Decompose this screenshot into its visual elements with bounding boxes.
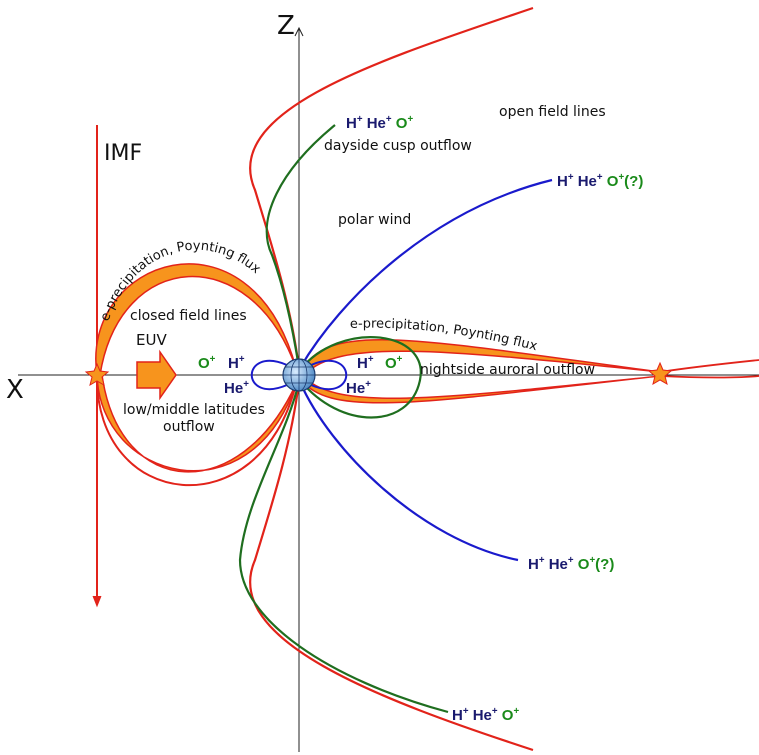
svg-text:H+ He+ O+: H+ He+ O+ — [452, 701, 519, 724]
svg-text:H+: H+ — [357, 354, 374, 372]
nightside-reconnection-star — [647, 361, 673, 386]
outflow-label: outflow — [163, 419, 215, 435]
ions-cusp-lower: H+ He+ O+ — [452, 701, 519, 724]
svg-text:H+ He+ O+(?): H+ He+ O+(?) — [528, 550, 614, 573]
plasmasphere-loops — [250, 359, 348, 391]
open-field-lines-label: open field lines — [499, 104, 606, 120]
dayside-reconnection-star — [84, 362, 110, 387]
green-cusp-lines — [238, 124, 449, 714]
dayside-cusp-outflow-label: dayside cusp outflow — [324, 138, 472, 154]
imf-label: IMF — [104, 141, 142, 166]
svg-text:He+: He+ — [224, 379, 249, 397]
z-axis-label: Z — [277, 11, 295, 41]
euv-label: EUV — [136, 331, 167, 349]
ions-nightside-plasmasphere: H+ O+ He+ — [346, 354, 403, 397]
ions-dayside-cusp: H+ He+ O+ — [346, 109, 413, 132]
euv-arrow — [136, 349, 177, 401]
blue-polar-wind-lines — [298, 178, 553, 562]
ions-polar-wind-upper: H+ He+ O+(?) — [557, 167, 643, 190]
green-nightside-loop — [299, 336, 422, 419]
svg-text:He+: He+ — [346, 379, 371, 397]
svg-text:H+ He+ O+(?): H+ He+ O+(?) — [557, 167, 643, 190]
earth-globe — [282, 358, 316, 392]
polar-wind-label: polar wind — [338, 212, 411, 228]
ions-polar-wind-lower: H+ He+ O+(?) — [528, 550, 614, 573]
x-axis-label: X — [6, 375, 24, 405]
svg-text:H+: H+ — [228, 354, 245, 372]
low-middle-latitudes-label: low/middle latitudes — [123, 402, 265, 418]
svg-text:H+ He+ O+: H+ He+ O+ — [346, 109, 413, 132]
nightside-auroral-outflow-label: nightside auroral outflow — [420, 362, 595, 378]
nightside-tail-lines — [659, 359, 759, 379]
closed-field-lines-label: closed field lines — [130, 308, 247, 324]
ions-dayside-plasmasphere: O+ H+ He+ — [198, 354, 249, 397]
svg-text:O+: O+ — [385, 354, 403, 372]
svg-text:O+: O+ — [198, 354, 216, 372]
